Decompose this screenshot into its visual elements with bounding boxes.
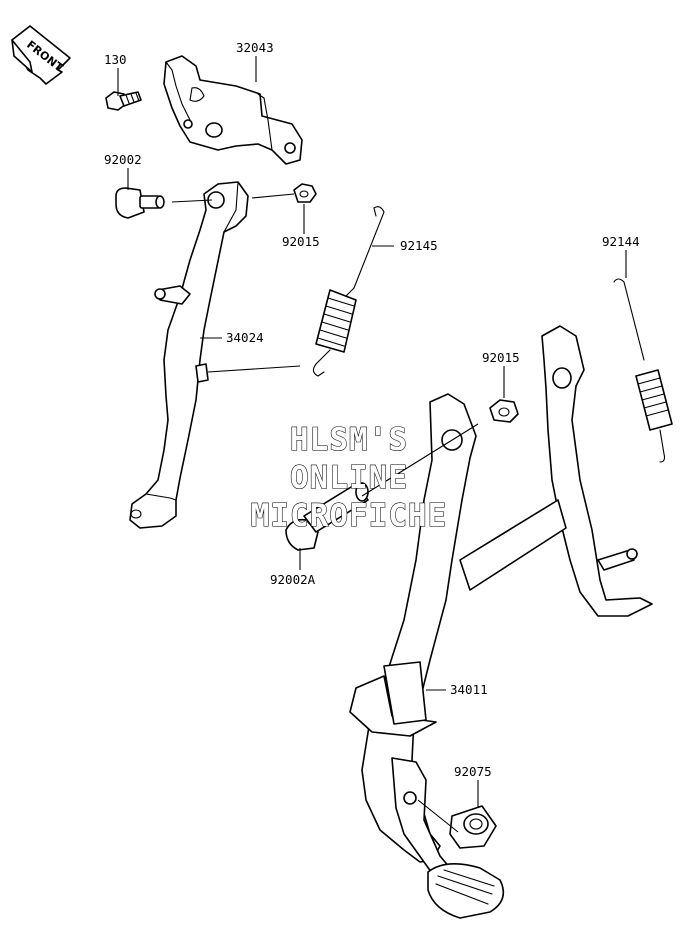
part-labels: 130 32043 92002 92015 92145 92144 34024 … [104, 40, 640, 779]
label-92002A: 92002A [270, 572, 316, 587]
label-92002: 92002 [104, 152, 142, 167]
damper-92075 [449, 805, 497, 849]
watermark-line-3: MICROFICHE [251, 498, 448, 534]
label-130: 130 [104, 52, 127, 67]
bolt-130 [105, 91, 142, 111]
label-34024: 34024 [226, 330, 264, 345]
label-92015-top: 92015 [282, 234, 320, 249]
watermark-line-2: ONLINE [290, 460, 408, 496]
side-stand-34024 [129, 181, 249, 529]
watermark-line-1: HLSM'S [290, 422, 408, 458]
nut-92015-mid [489, 399, 519, 423]
label-92145: 92145 [400, 238, 438, 253]
leader-lines [117, 56, 627, 833]
spring-92144 [613, 278, 673, 463]
label-32043: 32043 [236, 40, 274, 55]
label-92015-mid: 92015 [482, 350, 520, 365]
watermark: HLSM'S ONLINE MICROFICHE [250, 421, 448, 534]
label-92075: 92075 [454, 764, 492, 779]
spring-92145 [312, 206, 385, 377]
pivot-bolt-92002 [115, 187, 165, 219]
pivot-bolt-92002A [285, 482, 369, 551]
bracket-32043 [163, 55, 303, 165]
front-arrow-icon: FRONT [11, 25, 71, 85]
label-34011: 34011 [450, 682, 488, 697]
label-92144: 92144 [602, 234, 640, 249]
center-stand-34011 [349, 325, 653, 919]
nut-92015-top [293, 183, 317, 203]
